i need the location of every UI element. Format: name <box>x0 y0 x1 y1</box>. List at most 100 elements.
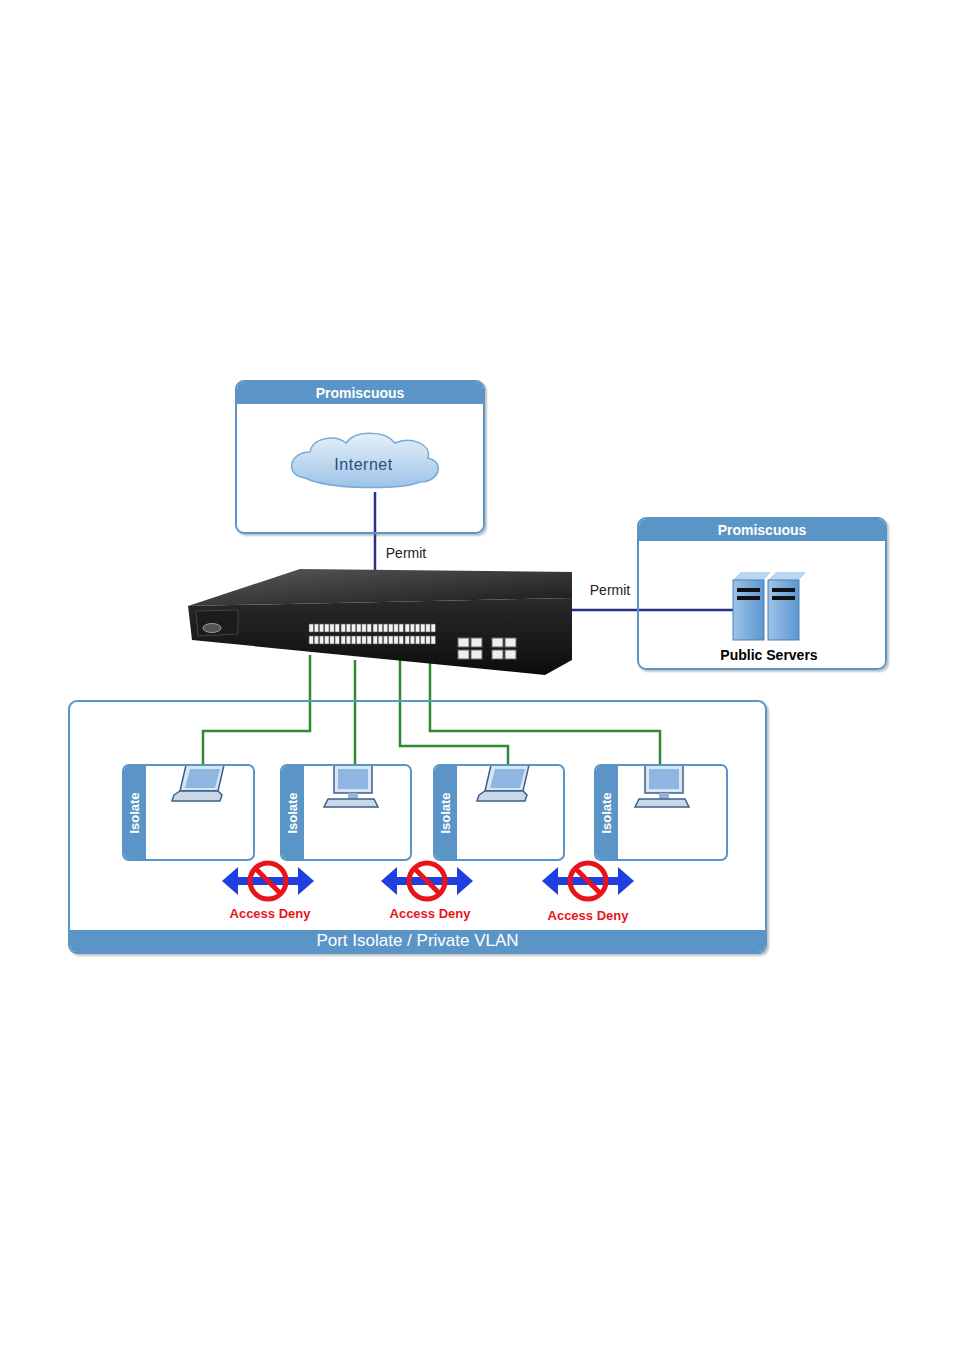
switch-ports-part <box>399 624 403 632</box>
sfp-ports-part <box>471 638 482 647</box>
switch-ports-part <box>357 624 361 632</box>
switch-ports-part <box>383 636 387 644</box>
switch-ports-part <box>426 624 430 632</box>
deny-arrow-icon-part <box>542 867 558 895</box>
zone-heading: Promiscuous <box>237 382 483 404</box>
isolate-port: Isolate <box>280 764 412 861</box>
switch-ports-part <box>335 624 339 632</box>
server-icon <box>733 572 806 640</box>
uplink-wires-part <box>374 492 377 578</box>
switch-ports-part <box>410 624 414 632</box>
deny-arrow-icon-part <box>409 863 445 899</box>
switch-ports-part <box>421 624 425 632</box>
switch-ports-part <box>378 624 382 632</box>
switch-ports-part <box>341 624 345 632</box>
switch-ports-part <box>346 624 350 632</box>
desktop-icon-part <box>348 793 358 799</box>
switch-ports <box>309 624 435 644</box>
deny-arrow-icon-part <box>298 867 314 895</box>
switch-ports-part <box>330 624 334 632</box>
deny-arrow-icon <box>542 863 634 899</box>
switch-ports-part <box>415 636 419 644</box>
deny-arrow-icon-part <box>576 869 600 893</box>
switch-ports-part <box>362 624 366 632</box>
port-label: Isolate <box>127 792 143 833</box>
laptop-icon-part <box>180 765 224 791</box>
switch-ports-part <box>362 636 366 644</box>
permit-label: Permit <box>384 545 428 561</box>
access-wires <box>203 655 660 795</box>
switch-ports-part <box>309 624 313 632</box>
switch-ports-part <box>325 636 329 644</box>
laptop-icon-part <box>490 769 525 788</box>
desktop-icon-part <box>645 765 683 793</box>
deny-arrow-icon-part <box>570 863 606 899</box>
switch-ports-part <box>373 624 377 632</box>
switch-ports-part <box>330 636 334 644</box>
deny-arrow-icon <box>222 863 314 899</box>
switch-ports-part <box>341 636 345 644</box>
port-label: Isolate <box>285 792 301 833</box>
node-label: Internet <box>288 456 439 474</box>
deny-arrow-icon-part <box>222 867 238 895</box>
deny-arrow-icon-part <box>415 869 439 893</box>
promiscuous-zone: PromiscuousInternet <box>235 380 485 534</box>
switch-ports-part <box>367 624 371 632</box>
sfp-ports-part <box>505 638 516 647</box>
server-icon-part <box>737 596 760 600</box>
isolate-port: Isolate <box>122 764 255 861</box>
switch-ports-part <box>357 636 361 644</box>
switch-ports-part <box>399 636 403 644</box>
laptop-icon-part <box>485 765 529 791</box>
network-switch-part <box>188 598 572 675</box>
switch-ports-part <box>314 636 318 644</box>
network-switch-part <box>196 610 238 636</box>
access-deny-label: Access Deny <box>390 906 471 921</box>
server-icon-part <box>768 572 806 580</box>
switch-ports-part <box>383 624 387 632</box>
sfp-ports <box>458 638 516 659</box>
desktop-icon <box>324 765 378 807</box>
desktop-icon-part <box>635 799 689 807</box>
switch-ports-part <box>335 636 339 644</box>
deny-arrow-icon-part <box>618 867 634 895</box>
switch-ports-part <box>319 624 323 632</box>
switch-ports-part <box>319 636 323 644</box>
internet-cloud-node: Internet <box>288 442 439 488</box>
switch-ports-part <box>373 636 377 644</box>
access-deny-label: Access Deny <box>548 908 629 923</box>
laptop-icon <box>477 765 529 801</box>
laptop-icon-part <box>185 769 220 788</box>
desktop-icon-part <box>649 769 679 789</box>
switch-ports-part <box>431 636 435 644</box>
isolate-port: Isolate <box>433 764 565 861</box>
switch-ports-part <box>309 636 313 644</box>
switch-ports-part <box>346 636 350 644</box>
deny-arrow-icon <box>381 863 473 899</box>
switch-ports-part <box>378 636 382 644</box>
switch-ports-part <box>389 624 393 632</box>
switch-ports-part <box>325 624 329 632</box>
uplink-wires-part <box>572 609 738 612</box>
network-switch-part <box>203 624 221 633</box>
server-icon-part <box>768 580 799 640</box>
server-icon-part <box>737 588 760 592</box>
zone-title: Port Isolate / Private VLAN <box>70 930 765 952</box>
sfp-ports-part <box>505 650 516 659</box>
switch-ports-part <box>431 624 435 632</box>
laptop-icon <box>172 765 224 801</box>
deny-arrow-icon-part <box>457 867 473 895</box>
switch-ports-part <box>394 624 398 632</box>
server-icon-part <box>772 596 795 600</box>
desktop-icon-part <box>338 769 368 789</box>
deny-arrow-icon-part <box>381 867 397 895</box>
access-deny-label: Access Deny <box>230 906 311 921</box>
sfp-ports-part <box>492 638 503 647</box>
port-label: Isolate <box>438 792 454 833</box>
promiscuous-zone: PromiscuousPublic Servers <box>637 517 887 670</box>
access-wires-part <box>430 660 660 795</box>
zone-heading: Promiscuous <box>639 519 885 541</box>
sfp-ports-part <box>492 650 503 659</box>
